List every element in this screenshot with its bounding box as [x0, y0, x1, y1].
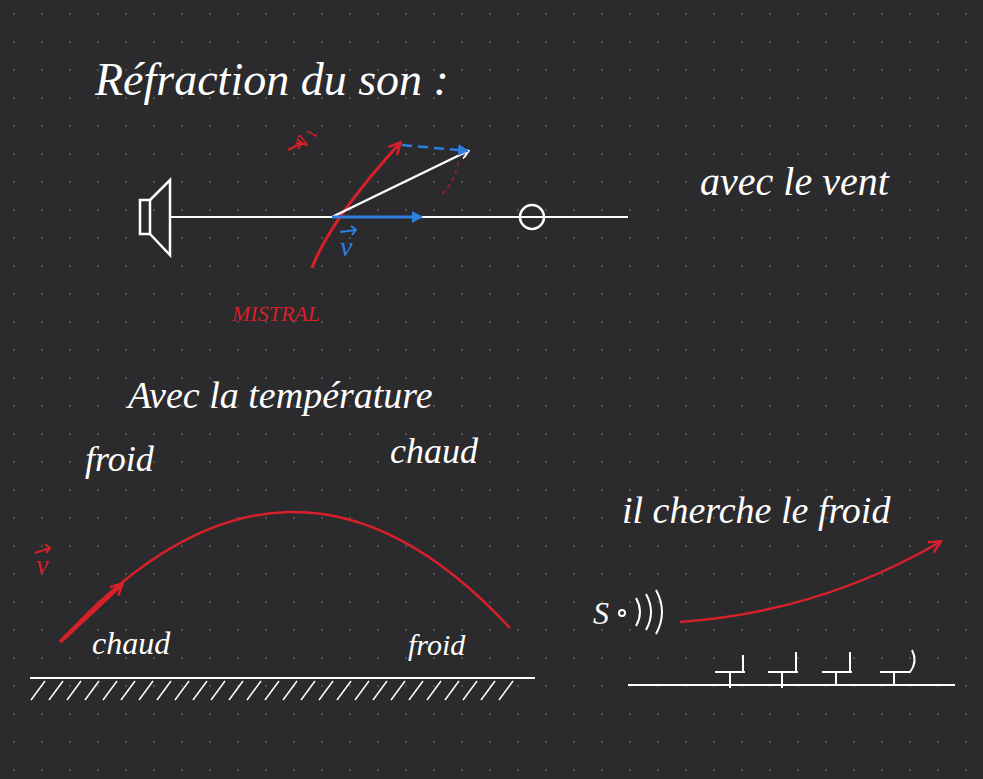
- vector-label: v: [36, 550, 48, 581]
- hatch-stroke: [31, 681, 45, 700]
- ground-line: [628, 684, 955, 686]
- temperature-label: chaud: [390, 432, 478, 472]
- temperature-label: chaud: [92, 626, 170, 661]
- listener-circle: [520, 205, 544, 229]
- hatch-stroke: [445, 681, 459, 700]
- hatch-stroke: [157, 681, 171, 700]
- hatch-stroke: [427, 681, 441, 700]
- axis-line: [170, 216, 628, 218]
- hatch-stroke: [121, 681, 135, 700]
- hatch-stroke: [283, 681, 297, 700]
- hatch-stroke: [247, 681, 261, 700]
- hatch-stroke: [67, 681, 81, 700]
- hatch-stroke: [481, 681, 495, 700]
- translated-vector: [402, 145, 468, 151]
- hatch-stroke: [211, 681, 225, 700]
- hatch-stroke: [463, 681, 477, 700]
- hatch-stroke: [499, 681, 513, 700]
- vector-label: v: [340, 232, 352, 263]
- title: Réfraction du son :: [95, 55, 449, 106]
- ground-hatching: [31, 681, 513, 700]
- temperature-label: froid: [408, 628, 465, 661]
- source-label: S: [593, 596, 609, 631]
- audience-symbols: [715, 650, 915, 688]
- hatch-stroke: [175, 681, 189, 700]
- note: avec le vent: [700, 160, 889, 204]
- hatch-stroke: [265, 681, 279, 700]
- hatch-stroke: [409, 681, 423, 700]
- hatch-stroke: [391, 681, 405, 700]
- speaker-symbol: [140, 180, 170, 255]
- wind-name: MISTRAL: [232, 302, 320, 326]
- hatch-stroke: [229, 681, 243, 700]
- section-heading: Avec la température: [128, 375, 433, 417]
- hatch-stroke: [139, 681, 153, 700]
- sound-velocity-vector: [332, 216, 422, 219]
- hatch-stroke: [193, 681, 207, 700]
- angle-arc: [440, 162, 458, 196]
- hatch-stroke: [301, 681, 315, 700]
- hatch-stroke: [85, 681, 99, 700]
- hatch-stroke: [319, 681, 333, 700]
- hatch-stroke: [373, 681, 387, 700]
- hatch-stroke: [337, 681, 351, 700]
- sound-ray: [62, 512, 510, 640]
- note: il cherche le froid: [622, 490, 890, 532]
- hatch-stroke: [49, 681, 63, 700]
- ground-line: [30, 677, 535, 679]
- hatch-stroke: [355, 681, 369, 700]
- sound-ray: [680, 542, 940, 622]
- temperature-label: froid: [85, 440, 154, 480]
- sound-waves: [619, 590, 662, 634]
- hatch-stroke: [103, 681, 117, 700]
- resultant-vector: [332, 151, 468, 217]
